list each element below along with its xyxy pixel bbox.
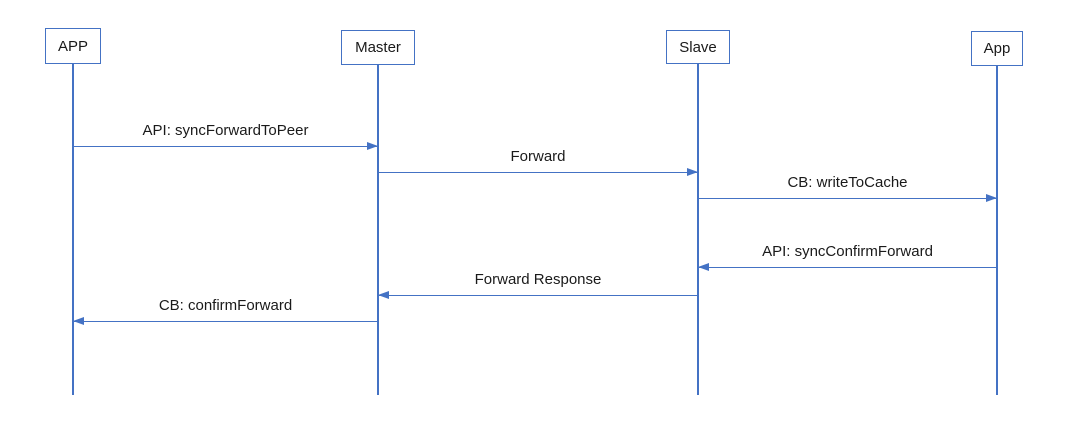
message-arrow-line	[73, 321, 378, 323]
message-arrow-line	[698, 267, 997, 269]
lifeline-app	[72, 64, 74, 395]
actor-label: APP	[57, 37, 88, 55]
lifeline-app	[996, 64, 998, 395]
arrowhead-left-icon	[378, 291, 389, 300]
arrowhead-right-icon	[367, 142, 378, 151]
message-arrow-line	[73, 146, 378, 148]
message-label: Forward	[510, 148, 566, 165]
message-label: CB: writeToCache	[787, 174, 908, 191]
message-arrow-line	[378, 295, 698, 297]
arrowhead-right-icon	[687, 168, 698, 177]
actor-box-app: App	[971, 31, 1023, 66]
lifeline-slave	[697, 64, 699, 395]
actor-box-app: APP	[45, 28, 101, 64]
arrowhead-left-icon	[73, 317, 84, 326]
message-label: API: syncForwardToPeer	[142, 122, 309, 139]
actor-label: App	[983, 40, 1011, 57]
message-arrow-line	[698, 198, 997, 200]
message-label: CB: confirmForward	[158, 297, 293, 314]
message-label: Forward Response	[474, 271, 602, 288]
lifeline-master	[377, 64, 379, 395]
actor-label: Master	[355, 39, 401, 56]
arrowhead-left-icon	[698, 263, 709, 272]
actor-label: Slave	[679, 38, 717, 56]
arrowhead-right-icon	[986, 194, 997, 203]
message-label: API: syncConfirmForward	[762, 243, 933, 260]
message-arrow-line	[378, 172, 698, 174]
actor-box-master: Master	[341, 30, 415, 65]
actor-box-slave: Slave	[666, 30, 730, 64]
